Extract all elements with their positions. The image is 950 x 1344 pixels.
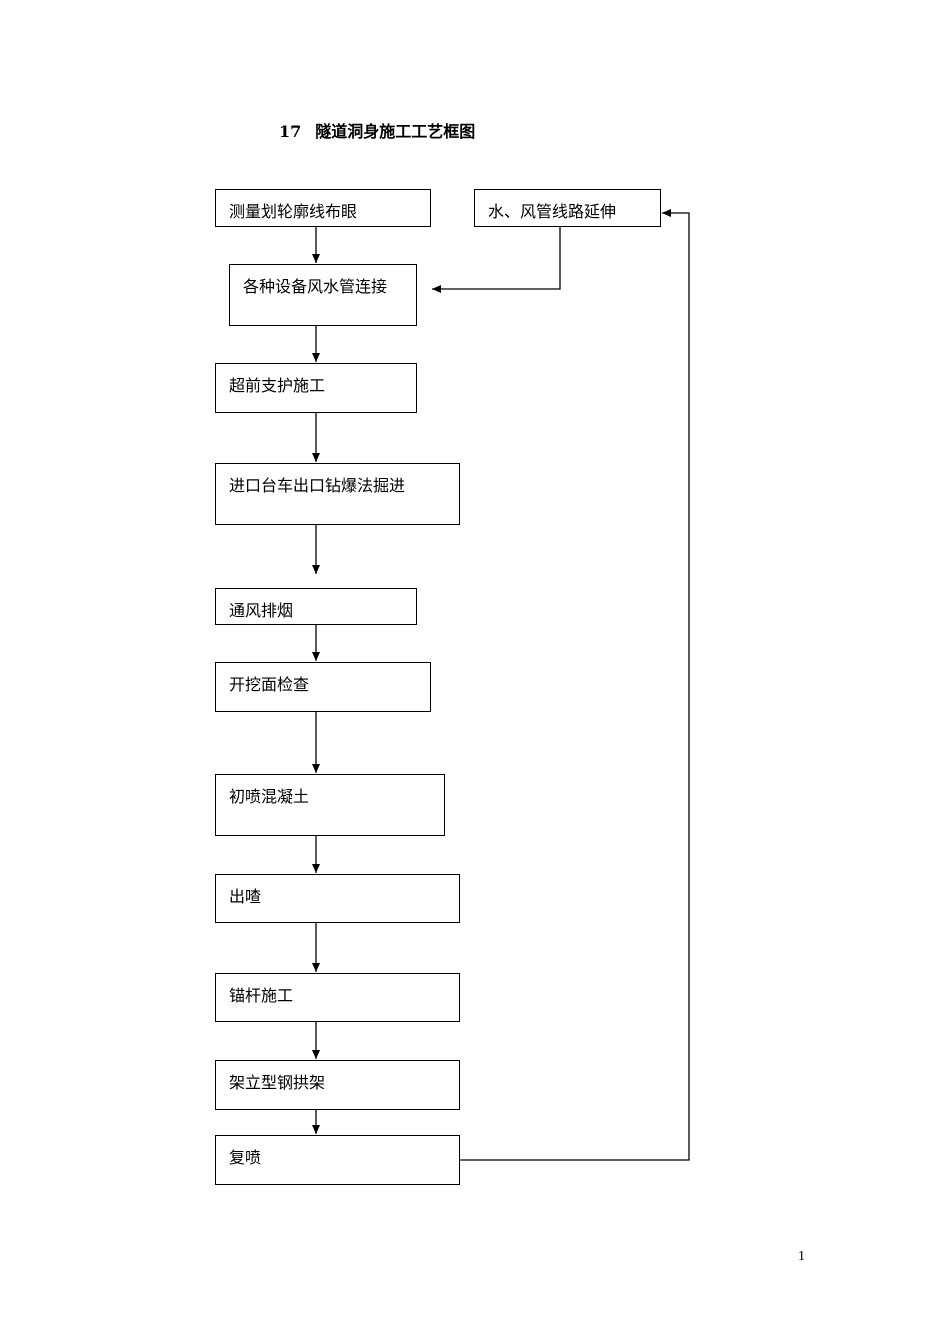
node-survey: 测量划轮廓线布眼 bbox=[215, 189, 431, 227]
node-inspect: 开挖面检查 bbox=[215, 662, 431, 712]
title-text: 隧道洞身施工工艺框图 bbox=[315, 122, 476, 141]
node-reshot: 复喷 bbox=[215, 1135, 460, 1185]
node-shotcrete: 初喷混凝土 bbox=[215, 774, 445, 836]
node-extend: 水、风管线路延伸 bbox=[474, 189, 661, 227]
arrow-reshot-extend bbox=[459, 209, 690, 1161]
node-connect: 各种设备风水管连接 bbox=[229, 264, 417, 326]
arrow-extend-connect bbox=[432, 227, 561, 293]
page-number: 1 bbox=[798, 1249, 805, 1264]
node-bolt: 锚杆施工 bbox=[215, 973, 460, 1022]
page-title: 17 隧道洞身施工工艺框图 bbox=[279, 118, 475, 142]
title-number: 17 bbox=[279, 122, 302, 141]
node-muck: 出喳 bbox=[215, 874, 460, 923]
node-blast: 进口台车出口钻爆法掘进 bbox=[215, 463, 460, 525]
node-arch: 架立型钢拱架 bbox=[215, 1060, 460, 1110]
node-ventilate: 通风排烟 bbox=[215, 588, 417, 625]
node-support: 超前支护施工 bbox=[215, 363, 417, 413]
